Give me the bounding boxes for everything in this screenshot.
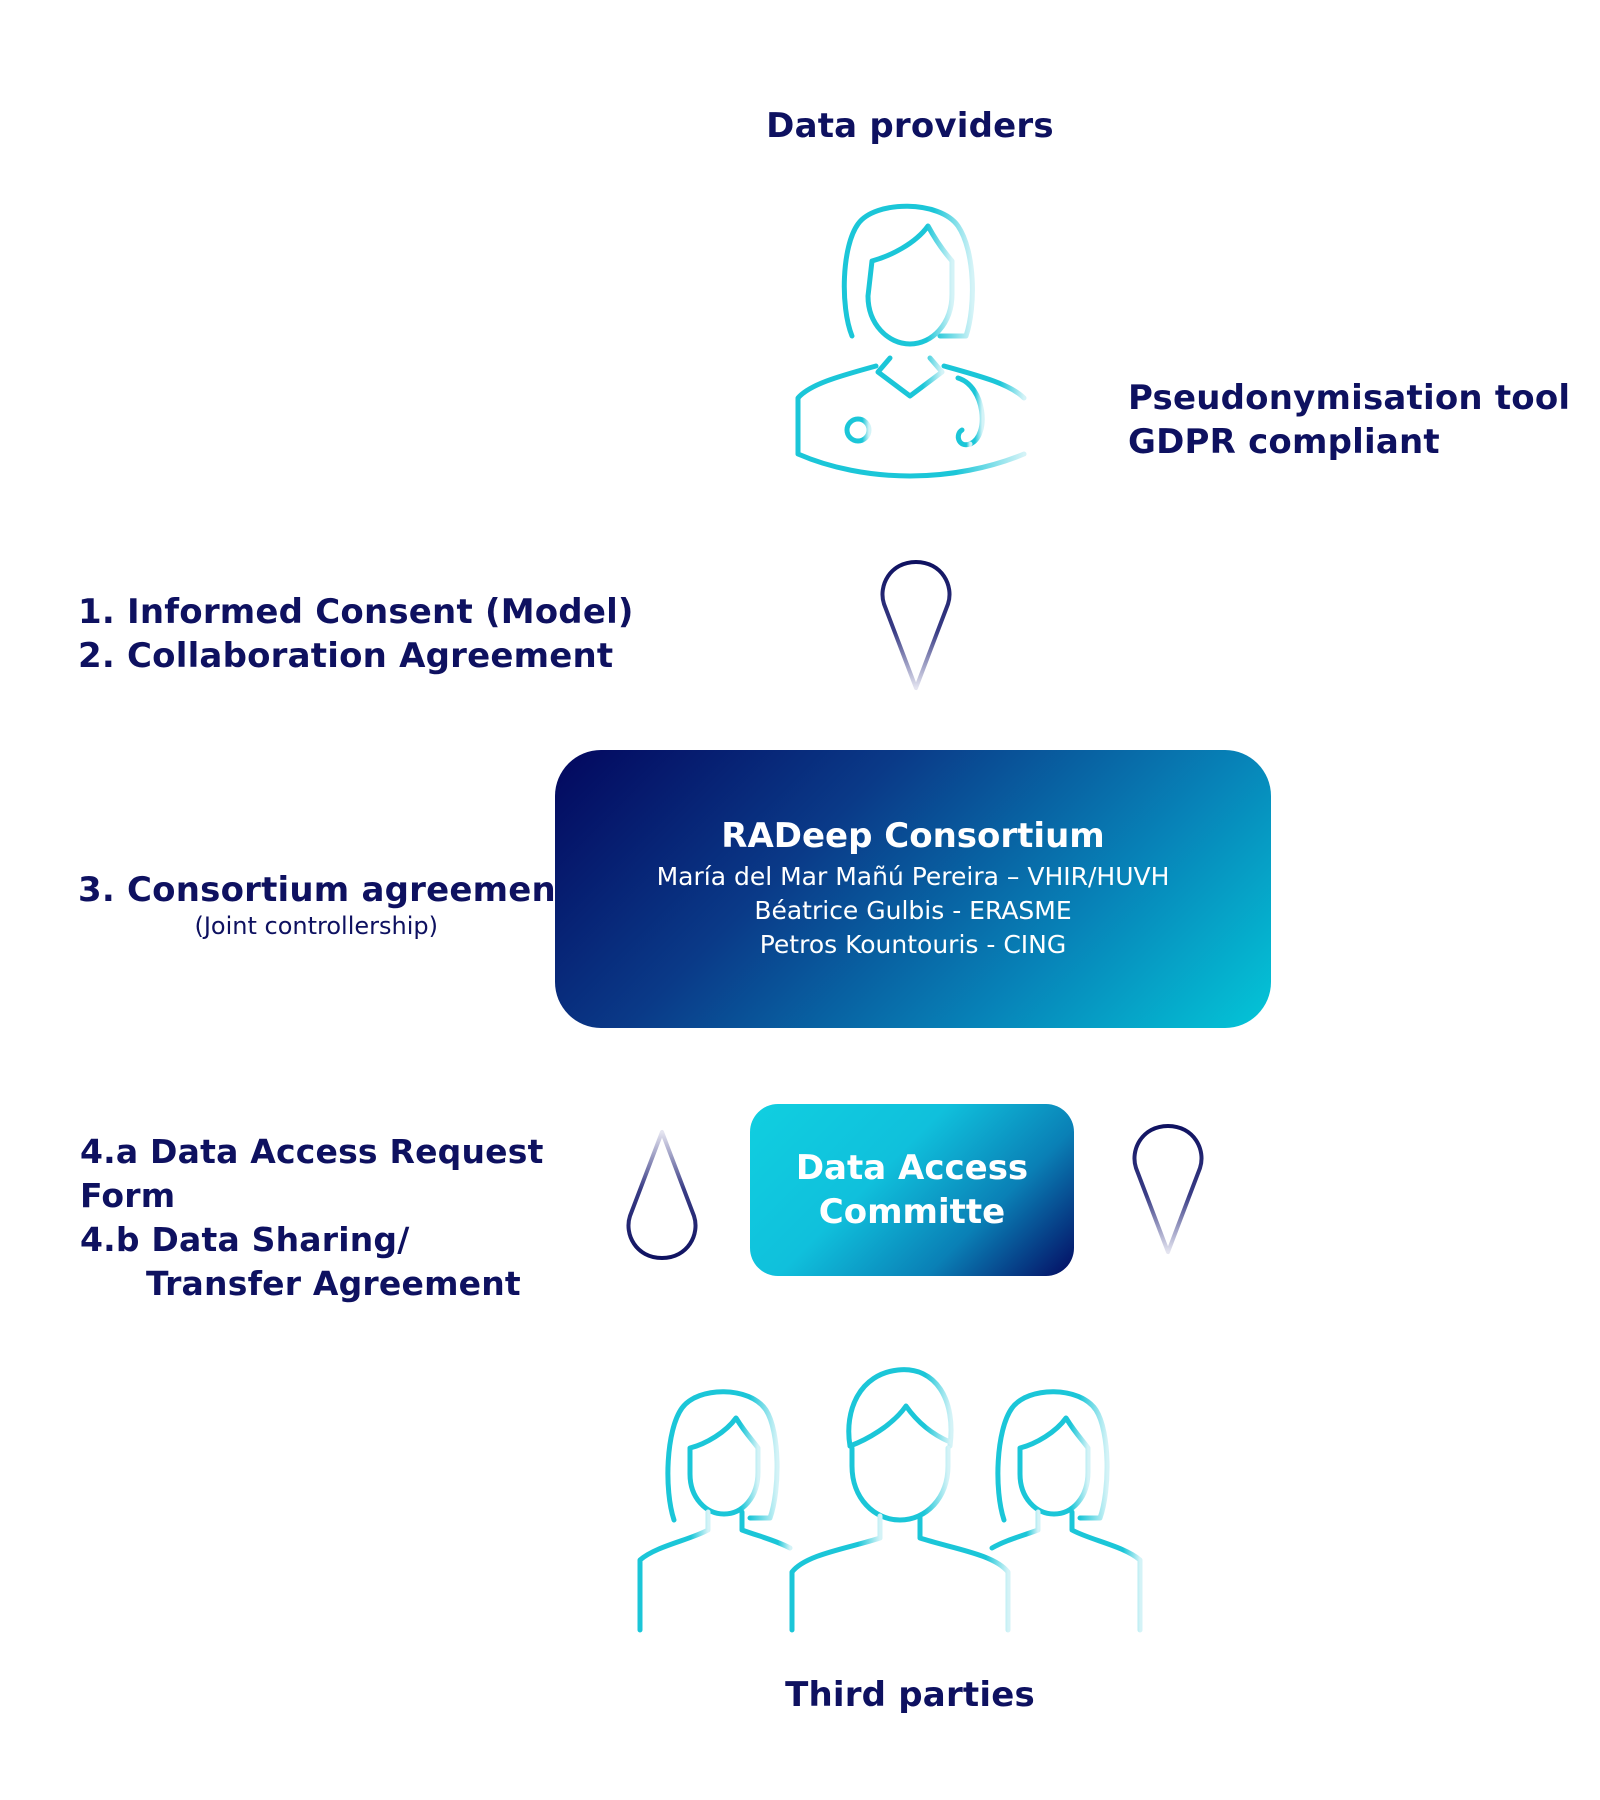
third-parties-title: Third parties (785, 1675, 1035, 1715)
pseudonymisation-note: Pseudonymisation tool GDPR compliant (1128, 376, 1588, 464)
step-4b-label: 4.b Data Sharing/ (80, 1220, 410, 1259)
step-4a-label: 4.a Data Access Request Form (80, 1132, 544, 1215)
step-4b-continuation: Transfer Agreement (146, 1264, 521, 1303)
steps-1-2: 1. Informed Consent (Model) 2. Collabora… (78, 590, 638, 678)
step-1-label: 1. Informed Consent (Model) (78, 592, 634, 632)
up-arrow-icon (626, 1130, 698, 1260)
consortium-member: Béatrice Gulbis - ERASME (754, 896, 1072, 925)
gdpr-line: GDPR compliant (1128, 422, 1440, 462)
data-providers-title: Data providers (766, 106, 1054, 146)
down-arrow-icon (1132, 1124, 1204, 1254)
data-access-committee-box: Data Access Committe (750, 1104, 1074, 1276)
consortium-box: RADeep Consortium María del Mar Mañú Per… (555, 750, 1271, 1028)
consortium-title: RADeep Consortium (721, 816, 1105, 856)
data-access-committee-label: Data Access Committe (792, 1146, 1032, 1234)
step-3-label: 3. Consortium agreement (78, 870, 573, 910)
pseudonymisation-line: Pseudonymisation tool (1128, 378, 1571, 418)
dac-line-1: Data Access (795, 1148, 1029, 1188)
down-arrow-icon (880, 560, 952, 690)
consortium-member: María del Mar Mañú Pereira – VHIR/HUVH (656, 862, 1170, 891)
step-3-sublabel: (Joint controllership) (194, 912, 438, 940)
doctor-icon (795, 203, 1027, 479)
dac-line-2: Committe (818, 1192, 1006, 1232)
step-4-labels: 4.a Data Access Request Form 4.b Data Sh… (80, 1130, 640, 1306)
people-group-icon (637, 1367, 1143, 1633)
consortium-member: Petros Kountouris - CING (759, 930, 1067, 959)
step-2-label: 2. Collaboration Agreement (78, 636, 614, 676)
